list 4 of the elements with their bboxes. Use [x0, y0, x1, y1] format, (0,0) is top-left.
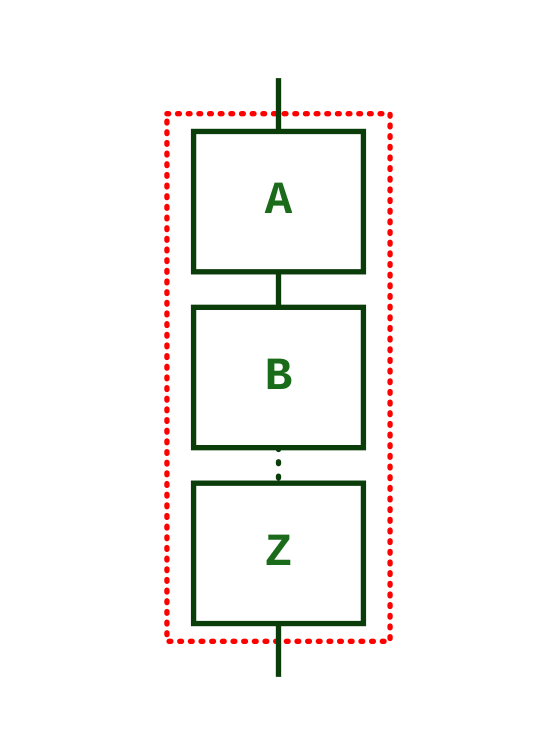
- node-box: B: [190, 304, 366, 450]
- node-box: A: [190, 128, 366, 274]
- cluster: [164, 111, 393, 644]
- node-box: Z: [190, 480, 366, 626]
